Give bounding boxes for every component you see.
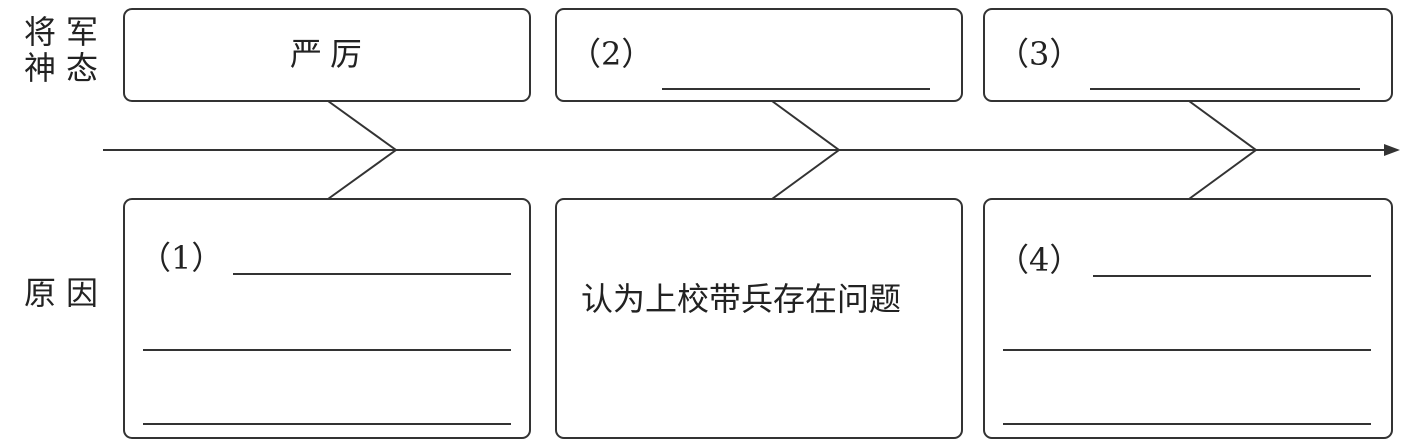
reason-box-1: （1）: [123, 198, 531, 439]
blank-number-4: （4）: [997, 241, 1082, 279]
label-line-1: 将军: [24, 13, 109, 51]
answer-blank-1a: [233, 273, 511, 275]
answer-blank-4a: [1093, 275, 1371, 277]
expression-box-1: 严厉: [123, 8, 531, 102]
answer-blank-1b: [143, 349, 511, 351]
answer-blank-1c: [143, 423, 511, 425]
label-reason: 原因: [24, 274, 109, 312]
reason-box-2: 认为上校带兵存在问题: [555, 198, 963, 439]
blank-number-2: （2）: [569, 35, 654, 73]
answer-blank-2: [662, 88, 930, 90]
connector-3: [1188, 100, 1258, 200]
connector-2: [771, 100, 841, 200]
answer-blank-3: [1090, 88, 1360, 90]
reason-text: 认为上校带兵存在问题: [581, 280, 902, 318]
blank-number-3: （3）: [997, 35, 1082, 73]
connector-1: [327, 100, 398, 200]
expression-text: 严厉: [290, 35, 371, 73]
answer-blank-4b: [1003, 349, 1371, 351]
blank-number-1: （1）: [139, 239, 224, 277]
reason-box-3: （4）: [983, 198, 1393, 439]
label-general-expression: 将军 神态: [24, 14, 108, 86]
expression-box-2: （2）: [555, 8, 963, 102]
expression-box-3: （3）: [983, 8, 1393, 102]
label-line-2: 神态: [24, 49, 109, 87]
answer-blank-4c: [1003, 423, 1371, 425]
arrowhead: [1384, 144, 1400, 156]
